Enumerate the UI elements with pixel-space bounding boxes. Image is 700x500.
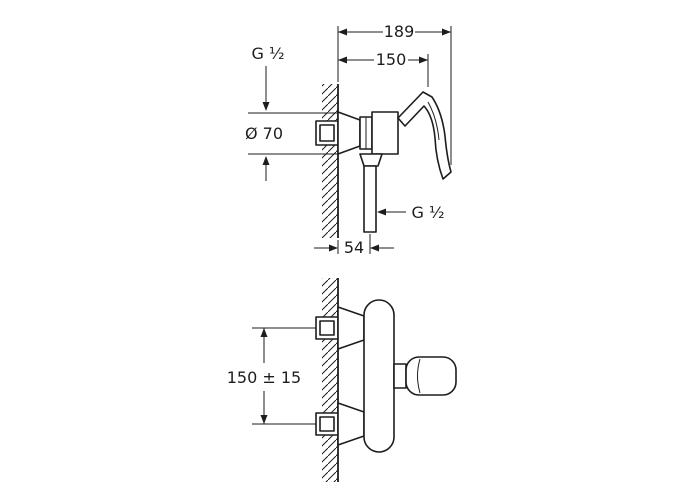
- inlet-fitting-inner-side: [319, 124, 335, 142]
- label-outlet-thread: G ¹⁄₂: [377, 203, 444, 222]
- dimension-150-15: 150 ± 15: [227, 327, 316, 425]
- dimension-54: 54: [314, 234, 394, 257]
- handle-grip-plan: [405, 356, 457, 396]
- arrowhead: [338, 56, 347, 64]
- mixer-body-plan: [363, 299, 395, 453]
- handle-neck-plan: [393, 363, 407, 389]
- inlet-fitting-lower-inner: [319, 416, 335, 432]
- arrowhead: [419, 56, 428, 64]
- arrowhead: [370, 244, 379, 252]
- lever-handle-side: [397, 91, 452, 180]
- wall-hatching-side: [322, 84, 338, 238]
- outlet-pipe-side: [363, 165, 377, 233]
- lever-handle-detail: [427, 101, 440, 141]
- escutcheon-lower: [337, 402, 365, 446]
- arrowhead: [338, 28, 347, 36]
- dim-text-54: 54: [344, 238, 364, 257]
- handle-grip-detail: [417, 358, 421, 394]
- escutcheon-upper: [337, 306, 365, 350]
- arrowhead: [262, 102, 270, 111]
- arrowhead: [262, 156, 270, 165]
- dimension-189: 189: [337, 22, 452, 165]
- dimension-150: 150: [338, 50, 429, 87]
- arrowhead: [260, 328, 268, 337]
- dim-text-189: 189: [384, 22, 415, 41]
- escutcheon-side: [337, 111, 361, 155]
- side-view: 189 150 G ¹⁄₂ Ø 70 G: [245, 22, 452, 257]
- inlet-fitting-upper-inner: [319, 320, 335, 336]
- label-inlet-thread: G ¹⁄₂: [252, 44, 285, 111]
- arrowhead: [442, 28, 451, 36]
- arrowhead: [329, 244, 338, 252]
- plan-view: 150 ± 15: [227, 278, 457, 482]
- label-text-g12-outlet: G ¹⁄₂: [412, 203, 445, 222]
- dim-text-dia70: Ø 70: [245, 124, 283, 143]
- wall-hatching-plan: [322, 278, 338, 482]
- outlet-nut-side: [359, 153, 383, 167]
- dim-text-150: 150: [376, 50, 407, 69]
- arrowhead: [260, 415, 268, 424]
- label-text-g12-inlet: G ¹⁄₂: [252, 44, 285, 63]
- dim-text-150-15: 150 ± 15: [227, 368, 301, 387]
- mixer-body-side: [371, 111, 399, 155]
- dimension-dia-70: Ø 70: [245, 112, 338, 181]
- arrowhead: [377, 208, 386, 216]
